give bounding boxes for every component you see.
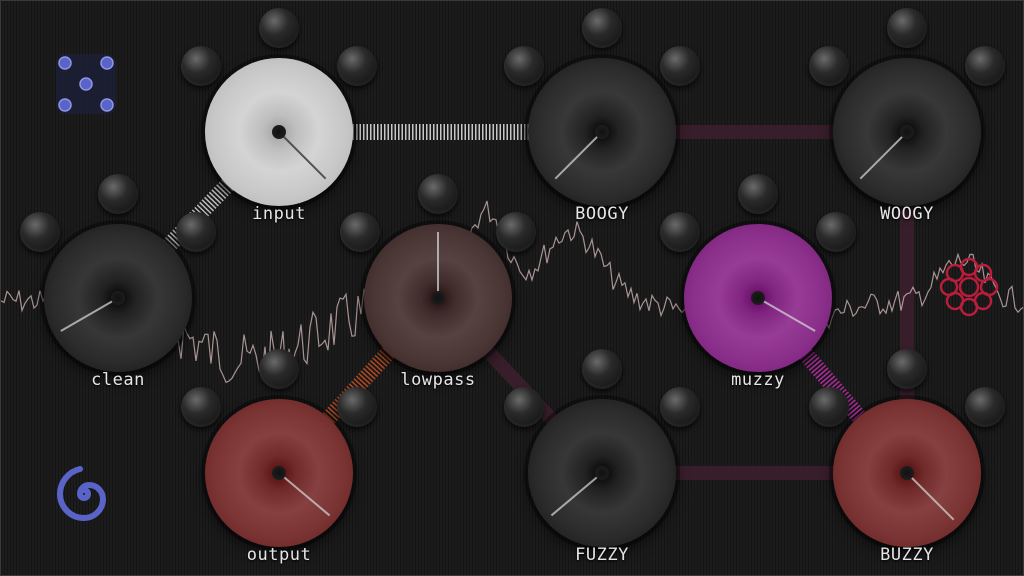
port-left[interactable]: [660, 212, 700, 252]
node-buzzy[interactable]: BUZZY: [833, 399, 981, 565]
node-fuzzy[interactable]: FUZZY: [528, 399, 676, 565]
node-clean[interactable]: clean: [44, 224, 192, 390]
knob-center: [751, 291, 765, 305]
knob-center: [900, 466, 914, 480]
port-left[interactable]: [809, 387, 849, 427]
node-label-woogy: WOOGY: [880, 204, 934, 224]
port-right[interactable]: [337, 46, 377, 86]
port-right[interactable]: [660, 46, 700, 86]
port-right[interactable]: [816, 212, 856, 252]
knob-center: [111, 291, 125, 305]
node-label-input: input: [252, 204, 306, 224]
port-top[interactable]: [887, 349, 927, 389]
node-muzzy[interactable]: muzzy: [684, 224, 832, 390]
port-top[interactable]: [259, 349, 299, 389]
node-label-buzzy: BUZZY: [880, 545, 934, 565]
port-left[interactable]: [504, 46, 544, 86]
node-label-boogy: BOOGY: [575, 204, 629, 224]
port-top[interactable]: [887, 8, 927, 48]
port-top[interactable]: [418, 174, 458, 214]
node-input[interactable]: input: [205, 58, 353, 224]
port-right[interactable]: [965, 387, 1005, 427]
flower-icon[interactable]: [935, 253, 1003, 321]
port-right[interactable]: [176, 212, 216, 252]
node-label-fuzzy: FUZZY: [575, 545, 629, 565]
node-output[interactable]: output: [205, 399, 353, 565]
port-top[interactable]: [259, 8, 299, 48]
node-woogy[interactable]: WOOGY: [833, 58, 981, 224]
node-lowpass[interactable]: lowpass: [364, 224, 512, 390]
port-left[interactable]: [809, 46, 849, 86]
port-right[interactable]: [660, 387, 700, 427]
node-boogy[interactable]: BOOGY: [528, 58, 676, 224]
knob-center: [272, 125, 286, 139]
node-label-lowpass: lowpass: [400, 370, 476, 390]
node-label-clean: clean: [91, 370, 145, 390]
knob-pointer: [437, 232, 439, 298]
port-top[interactable]: [582, 349, 622, 389]
port-left[interactable]: [20, 212, 60, 252]
knob-center: [272, 466, 286, 480]
port-right[interactable]: [965, 46, 1005, 86]
port-right[interactable]: [337, 387, 377, 427]
node-label-muzzy: muzzy: [731, 370, 785, 390]
port-top[interactable]: [582, 8, 622, 48]
knob-center: [900, 125, 914, 139]
port-left[interactable]: [340, 212, 380, 252]
knob-center: [431, 291, 445, 305]
port-left[interactable]: [181, 46, 221, 86]
port-left[interactable]: [181, 387, 221, 427]
port-top[interactable]: [738, 174, 778, 214]
dice-icon[interactable]: [53, 51, 119, 117]
port-left[interactable]: [504, 387, 544, 427]
knob-center: [595, 466, 609, 480]
node-label-output: output: [246, 545, 312, 565]
spiral-icon[interactable]: [51, 461, 117, 527]
knob-center: [595, 125, 609, 139]
port-right[interactable]: [496, 212, 536, 252]
port-top[interactable]: [98, 174, 138, 214]
